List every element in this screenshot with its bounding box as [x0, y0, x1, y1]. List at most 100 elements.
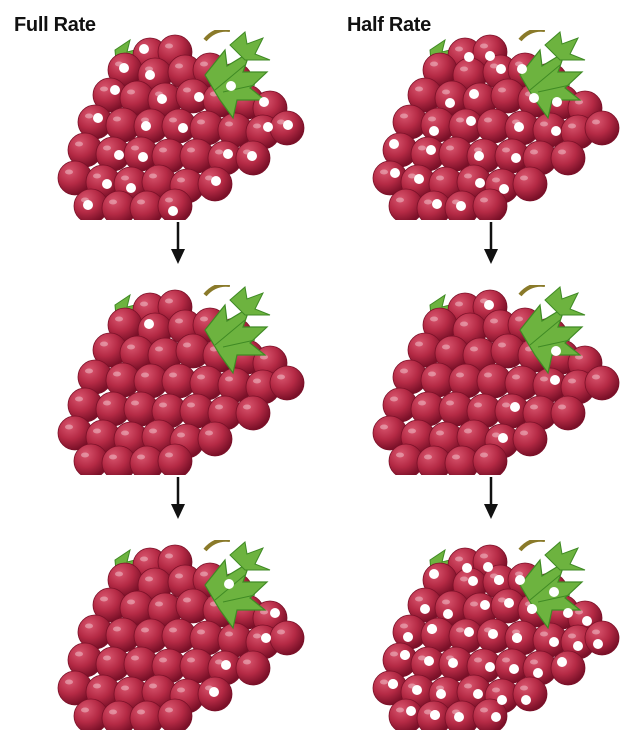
berry-highlight: [131, 656, 139, 661]
berry-highlight: [175, 319, 183, 324]
berry-highlight: [380, 170, 388, 175]
marker-dot: [533, 668, 543, 678]
berry-highlight: [127, 345, 135, 350]
berry-highlight: [515, 317, 523, 322]
grape-bunch: [55, 540, 305, 730]
berry-highlight: [200, 62, 208, 67]
marker-dot: [496, 64, 506, 74]
berry-highlight: [460, 67, 468, 72]
marker-dot: [389, 139, 399, 149]
marker-dot: [485, 662, 495, 672]
berry-highlight: [175, 64, 183, 69]
marker-dot: [469, 89, 479, 99]
grape-bunch-graphic: [55, 30, 305, 220]
stem: [520, 285, 545, 295]
marker-dot: [462, 563, 472, 573]
berry-highlight: [169, 628, 177, 633]
marker-dot: [429, 569, 439, 579]
down-arrow-icon: [171, 222, 185, 264]
leaf: [230, 32, 270, 60]
berry-highlight: [75, 397, 83, 402]
berry-highlight: [197, 120, 205, 125]
marker-dot: [529, 93, 539, 103]
marker-dot: [93, 113, 103, 123]
berry-highlight: [568, 634, 576, 639]
berry-highlight: [470, 602, 478, 607]
berry-highlight: [396, 453, 404, 458]
marker-dot: [263, 122, 273, 132]
grape-bunch-graphic: [55, 285, 305, 475]
marker-dot: [414, 174, 424, 184]
marker-dot: [464, 52, 474, 62]
berry-highlight: [159, 658, 167, 663]
arrow-head: [171, 504, 185, 519]
marker-dot: [157, 94, 167, 104]
berry-highlight: [442, 345, 450, 350]
stem: [520, 30, 545, 40]
berry-highlight: [464, 684, 472, 689]
berry-highlight: [502, 658, 510, 663]
berry-highlight: [540, 632, 548, 637]
berry-highlight: [183, 343, 191, 348]
berry-highlight: [490, 319, 498, 324]
grape-berry: [513, 167, 547, 201]
berry-highlight: [492, 688, 500, 693]
marker-dot: [424, 656, 434, 666]
berry-highlight: [177, 688, 185, 693]
marker-dot: [436, 689, 446, 699]
marker-dot: [114, 150, 124, 160]
marker-dot: [390, 168, 400, 178]
berry-highlight: [85, 624, 93, 629]
berry-highlight: [380, 425, 388, 430]
berry-highlight: [520, 431, 528, 436]
berry-highlight: [456, 118, 464, 123]
berry-highlight: [197, 375, 205, 380]
berry-highlight: [65, 425, 73, 430]
grape-bunch: [55, 30, 305, 220]
berry-highlight: [215, 150, 223, 155]
marker-dot: [466, 116, 476, 126]
grape-berry: [236, 651, 270, 685]
berry-highlight: [75, 142, 83, 147]
marker-dot: [420, 604, 430, 614]
marker-dot: [582, 616, 592, 626]
marker-dot: [247, 151, 257, 161]
berry-highlight: [200, 317, 208, 322]
berry-highlight: [149, 429, 157, 434]
grape-berry: [236, 396, 270, 430]
berry-highlight: [446, 146, 454, 151]
berry-highlight: [460, 322, 468, 327]
berry-highlight: [113, 117, 121, 122]
marker-dot: [403, 632, 413, 642]
grape-berry: [270, 366, 304, 400]
marker-dot: [138, 152, 148, 162]
berry-highlight: [109, 710, 117, 715]
berry-highlight: [498, 88, 506, 93]
berry-highlight: [140, 302, 148, 307]
marker-dot: [485, 51, 495, 61]
berry-highlight: [446, 401, 454, 406]
marker-dot: [517, 64, 527, 74]
marker-dot: [209, 687, 219, 697]
berry-highlight: [177, 433, 185, 438]
berry-highlight: [436, 176, 444, 181]
arrow-head: [484, 504, 498, 519]
berry-highlight: [243, 660, 251, 665]
grape-bunch: [370, 540, 620, 730]
berry-highlight: [183, 88, 191, 93]
berry-highlight: [568, 124, 576, 129]
marker-dot: [178, 123, 188, 133]
marker-dot: [464, 627, 474, 637]
berry-highlight: [137, 710, 145, 715]
marker-dot: [110, 85, 120, 95]
berry-highlight: [165, 44, 173, 49]
berry-highlight: [109, 455, 117, 460]
berry-highlight: [81, 708, 89, 713]
berry-highlight: [169, 373, 177, 378]
berry-highlight: [424, 455, 432, 460]
grape-berry: [551, 396, 585, 430]
marker-dot: [126, 183, 136, 193]
berry-highlight: [492, 178, 500, 183]
marker-dot: [144, 319, 154, 329]
berry-highlight: [100, 597, 108, 602]
